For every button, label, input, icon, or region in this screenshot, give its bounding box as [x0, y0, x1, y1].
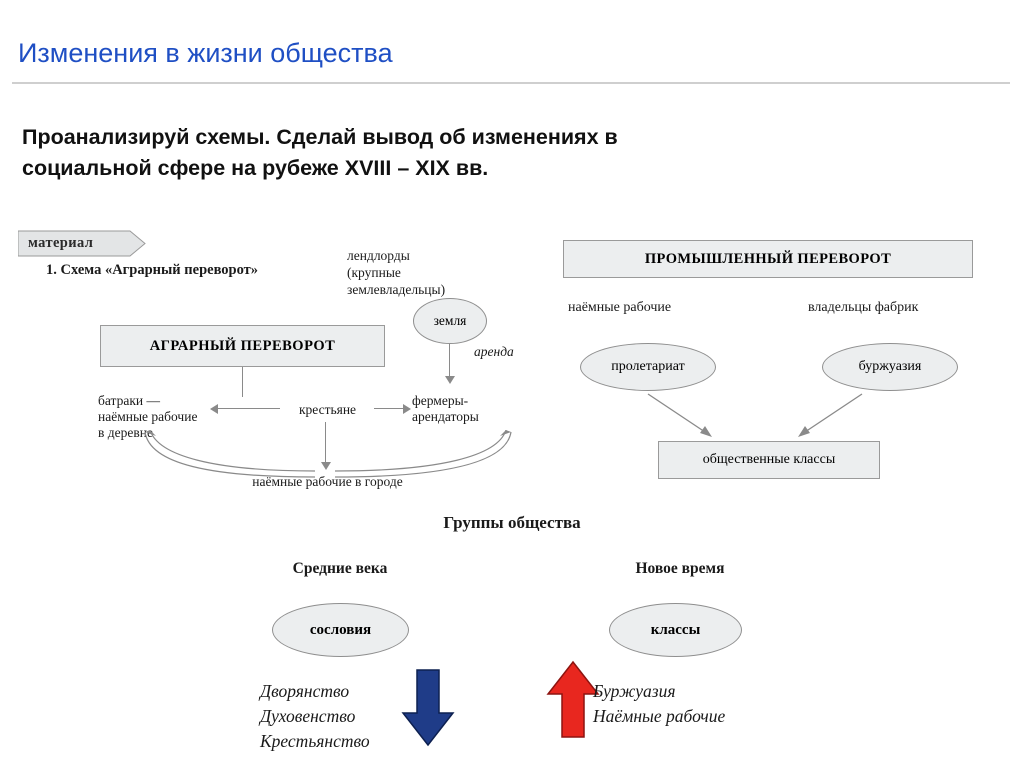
agrarian-left-arrow-icon — [210, 404, 218, 414]
groups-right-ellipse: классы — [609, 603, 742, 657]
agrarian-center-node: крестьяне — [298, 402, 357, 417]
industrial-arrows-icon — [647, 393, 863, 437]
agrarian-landlords-line-2: (крупные — [347, 265, 401, 280]
groups-right-period: Новое время — [635, 560, 725, 577]
groups-right-list-line-1: Буржуазия — [593, 681, 676, 701]
agrarian-right-arrow-icon — [403, 404, 411, 414]
groups-left-list-line-2: Духовенство — [260, 706, 356, 726]
agrarian-landlords-line-1: лендлорды — [347, 248, 410, 263]
agrarian-right-node-line-1: фермеры- — [412, 393, 469, 408]
industrial-result-box: общественные классы — [658, 441, 880, 479]
agrarian-land-ellipse: земля — [413, 298, 487, 344]
groups-left-list-line-1: Дворянство — [260, 681, 350, 701]
industrial-left-ellipse: пролетариат — [580, 343, 716, 391]
agrarian-converging-arrows-icon — [144, 430, 512, 478]
agrarian-center-down-line — [325, 422, 326, 464]
agrarian-left-node-line-1: батраки — — [98, 393, 160, 408]
agrarian-left-node-line-3: в деревне — [98, 425, 153, 440]
task-line-2: социальной сфере на рубеже XVIII – XIX в… — [22, 155, 489, 180]
industrial-right-label: владельцы фабрик — [808, 300, 919, 315]
down-arrow-icon — [401, 669, 455, 747]
agrarian-caption: 1. Схема «Аграрный переворот» — [46, 262, 259, 278]
agrarian-right-node-line-2: арендаторы — [412, 409, 479, 424]
groups-left-list-line-3: Крестьянство — [260, 731, 370, 751]
agrarian-bottom-node: наёмные рабочие в городе — [252, 474, 403, 489]
up-arrow-icon — [546, 660, 600, 738]
groups-right-list-line-2: Наёмные рабочие — [593, 706, 726, 726]
industrial-left-label: наёмные рабочие — [568, 300, 672, 315]
agrarian-left-arrow-line — [218, 408, 280, 409]
agrarian-title-box: АГРАРНЫЙ ПЕРЕВОРОТ — [100, 325, 385, 367]
groups-title: Группы общества — [443, 513, 581, 532]
agrarian-land-arrow-icon — [445, 376, 455, 384]
agrarian-right-arrow-line — [374, 408, 404, 409]
task-line-1: Проанализируй схемы. Сделай вывод об изм… — [22, 125, 618, 149]
industrial-title-box: ПРОМЫШЛЕННЫЙ ПЕРЕВОРОТ — [563, 240, 973, 278]
agrarian-land-connector — [449, 344, 450, 378]
task-instruction: Проанализируй схемы. Сделай вывод об изм… — [22, 122, 902, 183]
agrarian-left-node-line-2: наёмные рабочие — [98, 409, 198, 424]
groups-left-ellipse: сословия — [272, 603, 409, 657]
industrial-right-ellipse: буржуазия — [822, 343, 958, 391]
material-banner: материал — [18, 230, 146, 257]
agrarian-center-down-arrow-icon — [321, 462, 331, 470]
agrarian-landlords-line-3: землевладельцы) — [347, 282, 446, 297]
material-banner-label: материал — [28, 235, 94, 251]
agrarian-title-connector — [242, 367, 243, 397]
page-title: Изменения в жизни общества — [18, 38, 393, 68]
agrarian-rent-label: аренда — [474, 344, 514, 359]
title-divider — [12, 82, 1010, 84]
groups-left-period: Средние века — [292, 560, 388, 577]
